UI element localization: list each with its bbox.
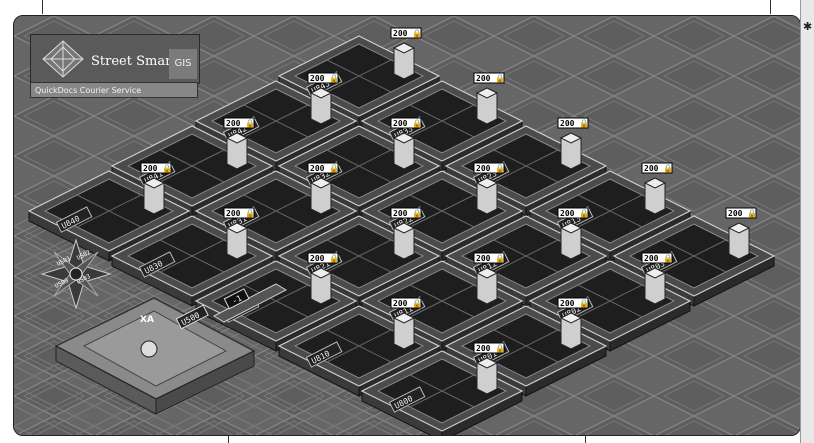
brand-subtitle: QuickDocs Courier Service — [30, 82, 198, 98]
diamond-logo-icon — [41, 39, 85, 79]
value-text: 200 🔒 — [393, 209, 422, 218]
side-panel-edge[interactable]: ✱ — [800, 0, 814, 443]
value-text: 200 🔒 — [644, 164, 673, 173]
value-text: 200 🔒 — [226, 209, 255, 218]
value-text: 200 🔒 — [310, 74, 339, 83]
value-text: 200 🔒 — [644, 254, 673, 263]
gis-badge: GIS — [169, 49, 197, 79]
value-text: 200 🔒 — [476, 164, 505, 173]
value-text: 200 🔒 — [393, 299, 422, 308]
value-text: 200 🔒 — [560, 299, 589, 308]
asterisk-icon: ✱ — [803, 20, 812, 33]
value-text: 200 🔒 — [476, 344, 505, 353]
value-text: 200 🔒 — [560, 209, 589, 218]
value-text: 200 🔒 — [393, 119, 422, 128]
value-text: 200 🔒 — [476, 74, 505, 83]
hub-label: XA — [140, 315, 154, 325]
value-text: 200 🔒 — [393, 29, 422, 38]
value-text: 200 🔒 — [143, 164, 172, 173]
value-text: 200 🔒 — [728, 209, 757, 218]
brand-header: Street Smarts GIS — [30, 34, 200, 84]
value-text: 200 🔒 — [226, 119, 255, 128]
value-text: 200 🔒 — [476, 254, 505, 263]
value-text: 200 🔒 — [310, 254, 339, 263]
value-text: 200 🔒 — [310, 164, 339, 173]
value-text: 200 🔒 — [560, 119, 589, 128]
drone-icon[interactable] — [141, 341, 157, 357]
brand-logo: Street Smarts GIS QuickDocs Courier Serv… — [30, 34, 198, 100]
